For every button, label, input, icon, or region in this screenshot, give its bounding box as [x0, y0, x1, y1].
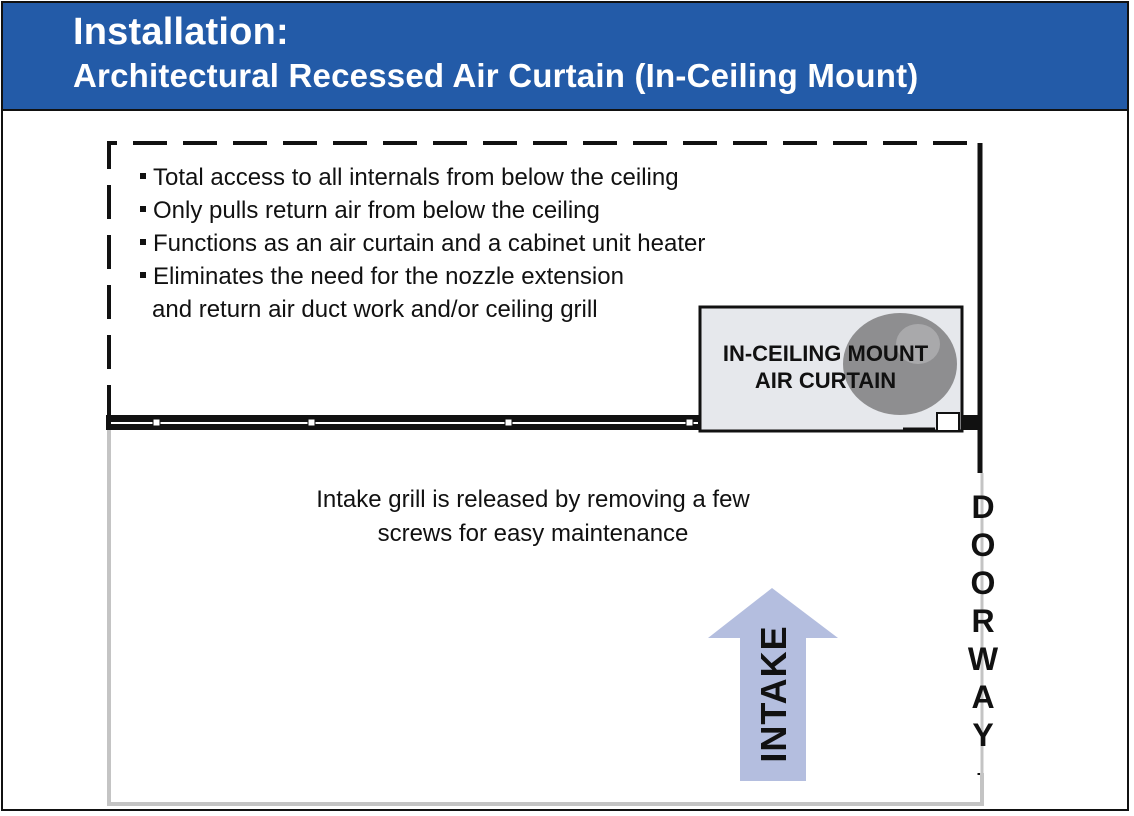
title-line-2: Architectural Recessed Air Curtain (In-C… — [73, 57, 919, 94]
air-curtain-label: IN-CEILING MOUNT AIR CURTAIN — [722, 341, 929, 393]
feature-item: Eliminates the need for the nozzle exten… — [140, 260, 705, 293]
ceiling-support — [152, 418, 161, 427]
bullet-square-icon — [140, 272, 146, 278]
bullet-square-icon — [140, 206, 146, 212]
intake-grill-note: Intake grill is released by removing a f… — [316, 486, 750, 547]
bullet-square-icon — [140, 173, 146, 179]
ceiling-support — [685, 418, 694, 427]
room-outline — [107, 421, 984, 806]
title-banner: Installation: Architectural Recessed Air… — [3, 3, 1127, 111]
discharge-nozzle — [936, 412, 960, 432]
feature-item: Only pulls return air from below the cei… — [140, 194, 705, 227]
fan-disc-highlight — [896, 324, 940, 364]
intake-arrow-label: INTAKE — [753, 625, 794, 763]
feature-list: Total access to all internals from below… — [140, 161, 705, 326]
feature-item-continued: and return air duct work and/or ceiling … — [152, 296, 598, 323]
feature-item: Total access to all internals from below… — [140, 161, 705, 194]
ceiling-support — [504, 418, 513, 427]
ceiling-support — [307, 418, 316, 427]
installation-drawing — [106, 141, 987, 806]
title-line-1: Installation: — [73, 11, 289, 53]
doorway-label: D O O R W A Y — [967, 489, 999, 753]
ceiling-line-right — [960, 415, 982, 430]
bullet-square-icon — [140, 239, 146, 245]
intake-arrow — [708, 588, 838, 781]
feature-item: Functions as an air curtain and a cabine… — [140, 227, 705, 260]
ceiling-plenum-outline — [107, 141, 979, 419]
